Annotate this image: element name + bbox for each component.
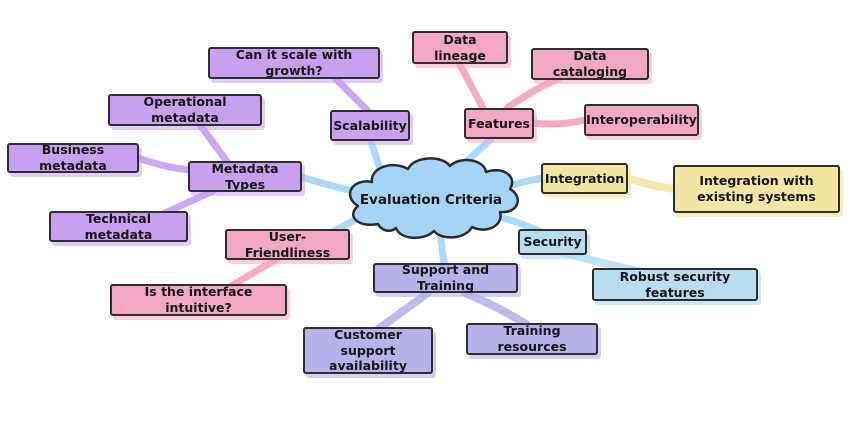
connector-scalability-can-scale bbox=[332, 75, 372, 115]
node-support-and-training[interactable]: Support and Training bbox=[373, 262, 518, 293]
node-user-friendliness[interactable]: User-Friendliness bbox=[225, 229, 350, 260]
node-technical-metadata[interactable]: Technical metadata bbox=[49, 211, 188, 242]
connector-integration-existing bbox=[623, 174, 678, 193]
connector-support-training bbox=[461, 289, 530, 328]
node-security[interactable]: Security bbox=[518, 229, 587, 255]
connector-metadata-technical bbox=[161, 187, 217, 217]
connector-features-data-lineage bbox=[455, 59, 487, 112]
node-business-metadata[interactable]: Business metadata bbox=[7, 142, 139, 173]
connector-features-interoperability bbox=[529, 116, 589, 128]
node-integration[interactable]: Integration bbox=[541, 163, 628, 194]
center-node-label[interactable]: Evaluation Criteria bbox=[359, 192, 503, 208]
connector-features-data-cataloging bbox=[503, 75, 562, 112]
node-data-lineage[interactable]: Data lineage bbox=[412, 31, 508, 64]
node-scalability[interactable]: Scalability bbox=[330, 110, 410, 141]
node-can-it-scale[interactable]: Can it scale with growth? bbox=[208, 47, 380, 79]
node-integration-existing-systems[interactable]: Integration with existing systems bbox=[673, 165, 840, 213]
connector-support-customer bbox=[373, 289, 432, 334]
node-features[interactable]: Features bbox=[464, 108, 534, 139]
connector-center-scalability bbox=[367, 137, 385, 176]
node-operational-metadata[interactable]: Operational metadata bbox=[108, 94, 262, 126]
node-metadata-types[interactable]: Metadata Types bbox=[188, 161, 302, 192]
node-robust-security-features[interactable]: Robust security features bbox=[592, 268, 758, 301]
node-is-interface-intuitive[interactable]: Is the interface intuitive? bbox=[110, 284, 287, 316]
connector-metadata-business bbox=[134, 154, 193, 174]
connector-metadata-operational bbox=[197, 122, 232, 167]
node-customer-support-availability[interactable]: Customer support availability bbox=[303, 327, 433, 374]
node-interoperability[interactable]: Interoperability bbox=[584, 104, 699, 136]
connector-uf-intuitive bbox=[227, 255, 281, 290]
center-cloud-shape[interactable] bbox=[348, 157, 519, 239]
node-training-resources[interactable]: Training resources bbox=[466, 323, 598, 355]
connector-center-metadata-types bbox=[297, 173, 357, 195]
node-data-cataloging[interactable]: Data cataloging bbox=[531, 48, 649, 80]
